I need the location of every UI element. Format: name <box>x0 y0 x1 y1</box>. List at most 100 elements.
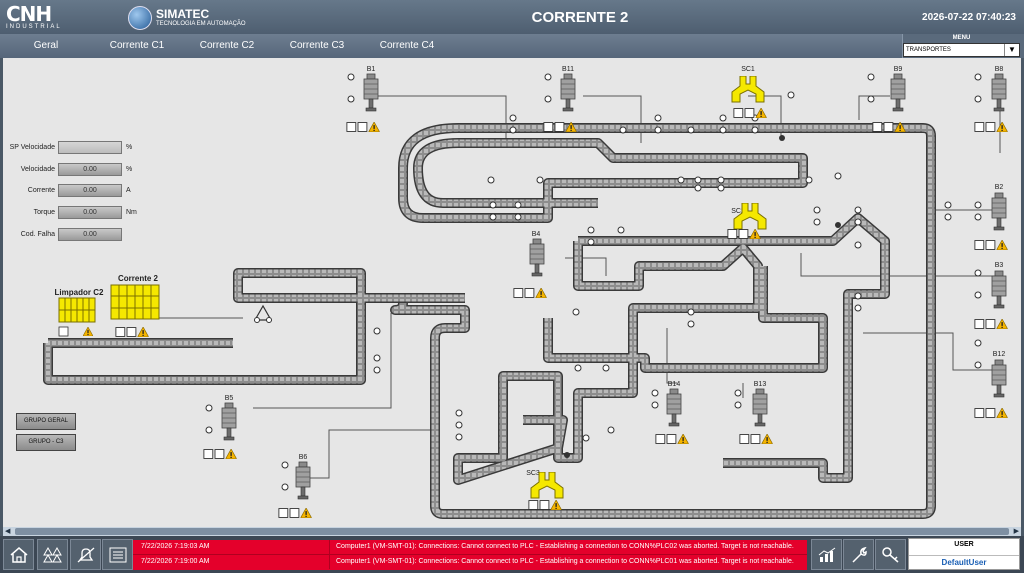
tab-geral[interactable]: Geral <box>0 34 93 58</box>
alarm-banner[interactable]: 7/22/2026 7:19:03 AM Computer1 (VM-SMT-0… <box>133 540 807 570</box>
user-label: USER <box>954 541 974 548</box>
tools-button[interactable] <box>843 539 874 570</box>
station-sc3[interactable]: SC3 <box>526 470 564 510</box>
status-b13-icon <box>740 434 773 444</box>
status-b14-icon <box>656 434 689 444</box>
station-sc1[interactable]: SC1 <box>731 66 767 118</box>
station-b13-label: B13 <box>754 381 767 388</box>
station-b14-label: B14 <box>668 381 681 388</box>
limpador-c2[interactable]: Limpador C2 <box>55 288 104 337</box>
user-panel[interactable]: USER DefaultUser <box>908 538 1020 570</box>
tab-corrente-c4[interactable]: Corrente C4 <box>362 34 453 58</box>
user-name: DefaultUser <box>909 555 1019 570</box>
warning-triangles-icon <box>42 546 62 562</box>
alarm-row[interactable]: 7/22/2026 7:19:03 AM Computer1 (VM-SMT-0… <box>133 540 807 555</box>
nav-bar: Geral Corrente C1 Corrente C2 Corrente C… <box>0 34 1024 58</box>
station-b5-label: B5 <box>225 395 234 402</box>
cod-falha-value: 0.00 <box>58 228 122 241</box>
station-b4-label: B4 <box>532 231 541 238</box>
login-button[interactable] <box>875 539 906 570</box>
datetime-display: 2026-07-22 07:40:23 <box>922 12 1016 23</box>
grupo-geral-button[interactable]: GRUPO GERAL <box>16 413 76 430</box>
cylinder-b5-icon <box>221 402 237 441</box>
alarm-timestamp: 7/22/2026 7:19:00 AM <box>141 558 210 565</box>
station-b9[interactable]: B9 <box>873 66 906 132</box>
menu-dropdown[interactable]: TRANSPORTES ▼ <box>903 43 1020 57</box>
status-b9-icon <box>873 122 906 132</box>
bell-off-icon <box>77 547 94 562</box>
station-sc2[interactable]: SC2 <box>728 203 767 239</box>
tab-empty-1[interactable] <box>452 34 543 58</box>
cylinder-b9-icon <box>890 73 906 112</box>
cylinder-b6-icon <box>295 461 311 500</box>
station-b3[interactable]: B3 <box>975 262 1008 329</box>
alarm-silence-button[interactable] <box>70 539 101 570</box>
station-b3-label: B3 <box>995 262 1004 269</box>
wrench-icon <box>851 546 867 563</box>
station-b4[interactable]: B4 <box>514 231 547 298</box>
field-label-torque: Torque <box>33 209 55 216</box>
simatec-logo-subtext: TECNOLOGIA EM AUTOMAÇÃO <box>156 21 246 27</box>
chart-icon <box>818 547 835 562</box>
cylinder-b3-icon <box>991 270 1007 309</box>
status-b3-icon <box>975 319 1008 329</box>
tab-corrente-c3[interactable]: Corrente C3 <box>272 34 363 58</box>
status-b6-icon <box>279 508 312 518</box>
tab-corrente-c2[interactable]: Corrente C2 <box>182 34 273 58</box>
alarm-message: Computer1 (VM-SMT-01): Connections: Cann… <box>329 555 803 569</box>
menu-selected-value: TRANSPORTES <box>906 47 951 53</box>
field-label-velocidade: Velocidade <box>20 166 55 173</box>
key-icon <box>881 546 898 563</box>
cylinder-b13-icon <box>752 388 768 427</box>
tab-corrente-c1[interactable]: Corrente C1 <box>92 34 183 58</box>
scroll-left-icon[interactable]: ◀ <box>5 528 11 535</box>
alarm-row[interactable]: 7/22/2026 7:19:00 AM Computer1 (VM-SMT-0… <box>133 555 807 569</box>
tab-empty-5[interactable] <box>812 34 903 58</box>
tab-empty-4[interactable] <box>722 34 813 58</box>
velocidade-value: 0.00 <box>58 163 122 176</box>
tab-empty-3[interactable] <box>632 34 723 58</box>
station-b8[interactable]: B8 <box>975 66 1008 132</box>
field-unit-sp-velocidade: % <box>126 144 133 151</box>
sp-velocidade-input[interactable] <box>58 141 122 154</box>
field-unit-corrente: A <box>126 187 131 194</box>
corrente-2-machine[interactable]: Corrente 2 <box>110 274 160 337</box>
cylinder-b14-icon <box>666 388 682 427</box>
station-b6-label: B6 <box>299 454 308 461</box>
field-label-cod-falha: Cod. Falha <box>20 231 55 238</box>
scroll-right-icon[interactable]: ▶ <box>1013 528 1019 535</box>
alarm-list-button[interactable] <box>102 539 133 570</box>
station-b14[interactable]: B14 <box>656 381 689 444</box>
station-b2[interactable]: B2 <box>975 184 1008 250</box>
station-b11-label: B11 <box>562 66 574 73</box>
grupo-c3-button[interactable]: GRUPO - C3 <box>16 434 76 451</box>
station-b8-label: B8 <box>995 66 1004 73</box>
scrollbar-thumb[interactable] <box>15 528 1009 535</box>
station-b6[interactable]: B6 <box>279 454 312 518</box>
alarms-overview-button[interactable] <box>37 539 68 570</box>
cnh-logo-text: CNH <box>6 2 52 26</box>
home-button[interactable] <box>3 539 34 570</box>
chevron-down-icon[interactable]: ▼ <box>1004 44 1019 56</box>
station-sc2-label: SC2 <box>731 208 745 215</box>
station-b11[interactable]: B11 <box>544 66 577 132</box>
trends-button[interactable] <box>811 539 842 570</box>
station-b13[interactable]: B13 <box>740 381 773 444</box>
station-sc1-label: SC1 <box>741 66 755 73</box>
horizontal-scrollbar[interactable]: ◀ ▶ <box>3 527 1021 536</box>
tab-empty-2[interactable] <box>542 34 633 58</box>
simatec-logo-icon <box>128 6 152 30</box>
status-b11-icon <box>544 122 577 132</box>
cylinder-b4-icon <box>529 238 545 277</box>
station-b1[interactable]: B1 <box>347 66 380 132</box>
station-b12[interactable]: B12 <box>975 351 1008 418</box>
status-sc1-icon <box>734 108 767 118</box>
station-b5[interactable]: B5 <box>204 395 237 459</box>
status-b8-icon <box>975 122 1008 132</box>
cylinder-b11-icon <box>560 73 576 112</box>
status-b12-icon <box>975 408 1008 418</box>
home-icon <box>10 546 27 563</box>
limpador-c2-label: Limpador C2 <box>55 288 104 297</box>
field-label-sp-velocidade: SP Velocidade <box>9 144 55 151</box>
sensor-dots <box>205 73 982 491</box>
